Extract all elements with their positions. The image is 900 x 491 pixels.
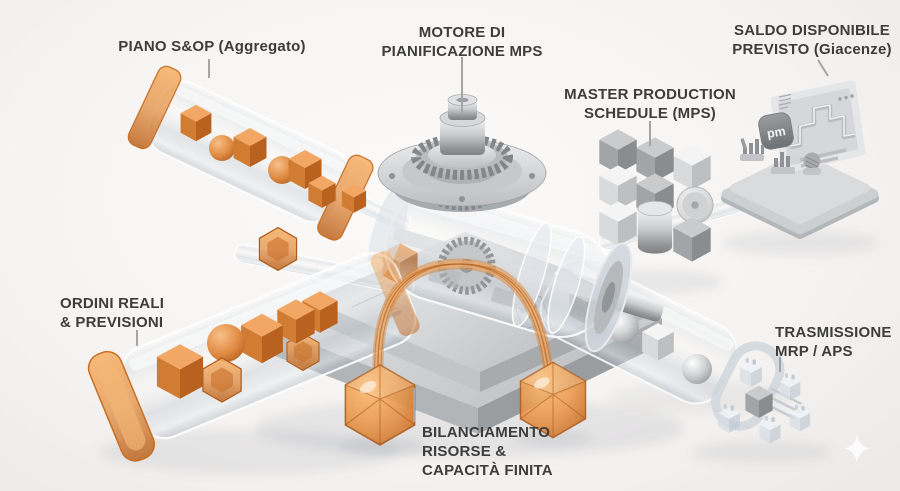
pm-app-tile: pm xyxy=(758,112,794,150)
leader-line-ordini xyxy=(136,330,138,346)
label-trasmissione: TRASMISSIONE MRP / APS xyxy=(775,323,892,361)
label-motore-mps: MOTORE DI PIANIFICAZIONE MPS xyxy=(362,23,562,61)
gauge-dome-icon xyxy=(803,152,821,175)
tube-cap-orange xyxy=(127,65,182,150)
label-line: PIANO S&OP (Aggregato) xyxy=(118,38,306,55)
inventory-dashboard-device: pm xyxy=(721,80,879,239)
label-bilanciamento: BILANCIAMENTO RISORSE & CAPACITÀ FINITA xyxy=(422,423,553,480)
screen-hatch-lines xyxy=(778,93,792,110)
label-line: TRASMISSIONE xyxy=(775,324,892,341)
label-line: SCHEDULE (MPS) xyxy=(584,105,716,122)
label-line: PREVISTO (Giacenze) xyxy=(732,41,892,58)
label-line: MASTER PRODUCTION xyxy=(564,86,736,103)
label-line: MRP / APS xyxy=(775,343,853,360)
leader-line-bilanciamento xyxy=(413,388,415,422)
orders-forecast-tube xyxy=(87,251,420,462)
mps-cube-cluster xyxy=(599,129,714,262)
leader-line-trasmissione xyxy=(779,357,781,372)
sop-aggregate-tube xyxy=(127,65,411,241)
label-line: & PREVISIONI xyxy=(60,314,164,331)
planning-engine-cylinder xyxy=(367,183,664,353)
label-ordini: ORDINI REALI & PREVISIONI xyxy=(60,294,164,332)
leader-line-motore-mps xyxy=(461,57,463,113)
label-master-schedule: MASTER PRODUCTION SCHEDULE (MPS) xyxy=(550,85,750,123)
orange-sphere xyxy=(209,135,235,161)
top-gear-assembly xyxy=(377,94,547,212)
label-line: BILANCIAMENTO xyxy=(422,424,551,441)
leader-line-piano-sop xyxy=(208,59,210,78)
label-piano-sop: PIANO S&OP (Aggregato) xyxy=(62,37,362,56)
label-line: MOTORE DI xyxy=(418,24,506,41)
device-badge-text: pm xyxy=(766,124,787,141)
mini-bar-chart-icon-2 xyxy=(771,152,795,174)
label-line: ORDINI REALI xyxy=(60,295,165,312)
mini-bar-chart-icon xyxy=(740,139,764,161)
sparkle-icon xyxy=(844,435,870,462)
label-saldo-previsto: SALDO DISPONIBILE PREVISTO (Giacenze) xyxy=(712,21,900,59)
dashboard-antenna xyxy=(740,138,747,150)
label-line: PIANIFICAZIONE MPS xyxy=(381,43,543,60)
label-line: RISORSE & xyxy=(422,443,507,460)
leader-line-master-schedule xyxy=(649,121,651,146)
resource-cables xyxy=(372,258,556,389)
label-line: SALDO DISPONIBILE xyxy=(734,22,890,39)
label-line: CAPACITÀ FINITA xyxy=(422,462,553,479)
